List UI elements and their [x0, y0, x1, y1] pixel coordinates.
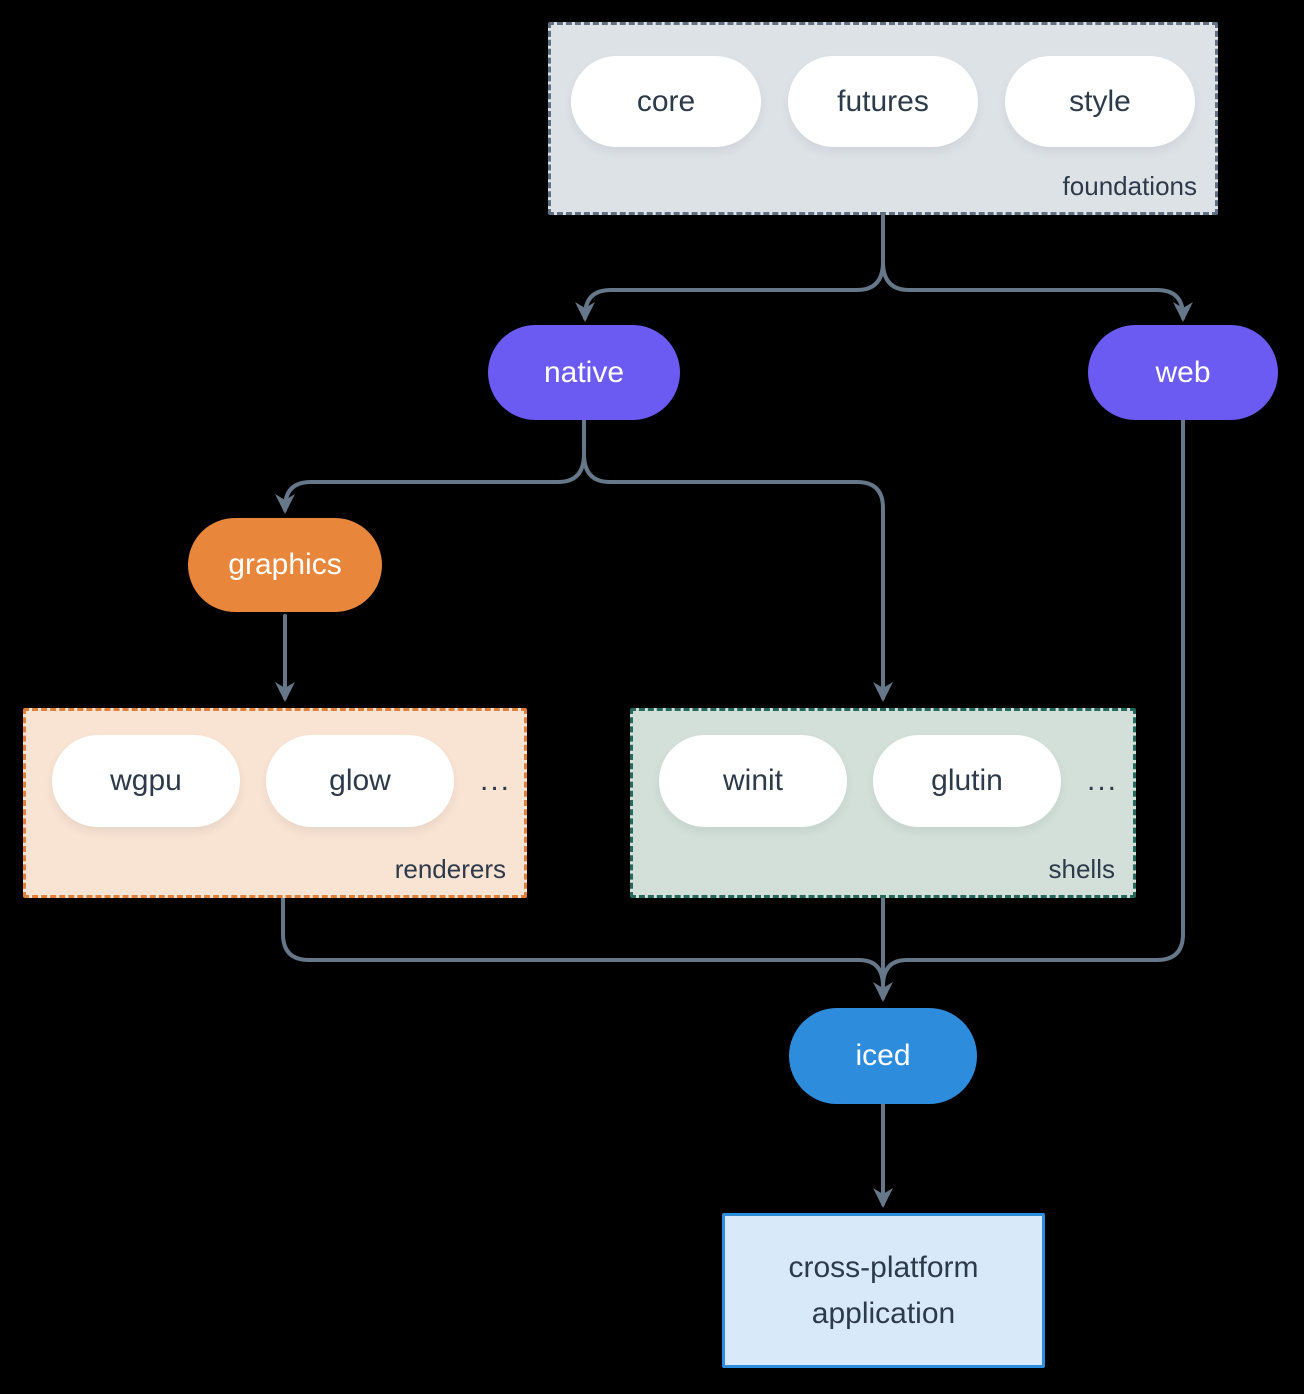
application-label-line1: cross-platform: [788, 1250, 979, 1284]
line-web-merge: [881, 418, 1185, 988]
pill-glutin: glutin: [873, 735, 1061, 827]
shells-group-label: shells: [1048, 854, 1115, 884]
foundations-pill-row: core futures style: [551, 25, 1215, 147]
node-native: native: [488, 325, 680, 420]
foundations-group: core futures style foundations: [548, 22, 1218, 215]
pill-core: core: [571, 56, 761, 147]
shells-ellipsis: ...: [1087, 764, 1119, 797]
arrow-native-shells: [582, 452, 893, 702]
renderers-group-label: renderers: [394, 854, 506, 884]
pill-glow: glow: [266, 735, 454, 827]
pill-style: style: [1005, 56, 1195, 147]
arrow-native-graphics: [275, 452, 586, 514]
application-node: cross-platform application: [722, 1213, 1045, 1368]
arrow-foundations-web: [881, 260, 1193, 322]
renderers-pill-row: wgpu glow ...: [26, 711, 524, 827]
application-label-line2: application: [811, 1296, 956, 1330]
renderers-group: wgpu glow ... renderers: [23, 708, 527, 898]
line-renderers-merge: [281, 896, 885, 988]
node-web: web: [1088, 325, 1278, 420]
node-graphics: graphics: [188, 518, 382, 612]
node-iced: iced: [789, 1008, 977, 1104]
arrow-foundations-native: [575, 260, 885, 322]
shells-pill-row: winit glutin ...: [633, 711, 1133, 827]
pill-wgpu: wgpu: [52, 735, 240, 827]
foundations-group-label: foundations: [1062, 171, 1197, 201]
pill-winit: winit: [659, 735, 847, 827]
shells-group: winit glutin ... shells: [630, 708, 1136, 898]
renderers-ellipsis: ...: [480, 764, 512, 797]
pill-futures: futures: [788, 56, 978, 147]
